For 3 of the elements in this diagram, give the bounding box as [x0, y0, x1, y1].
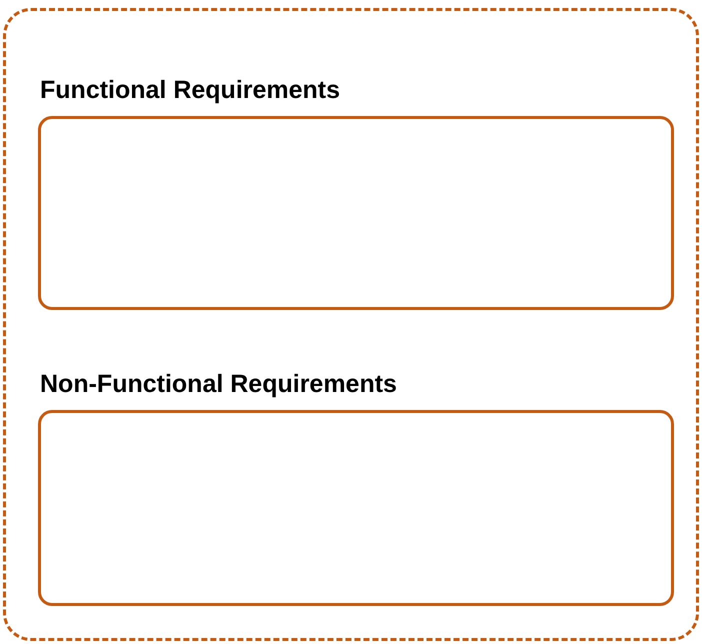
section-heading: Functional Requirements [40, 75, 340, 106]
outer-dashed-frame [3, 8, 699, 641]
section-heading: Non-Functional Requirements [40, 369, 397, 400]
